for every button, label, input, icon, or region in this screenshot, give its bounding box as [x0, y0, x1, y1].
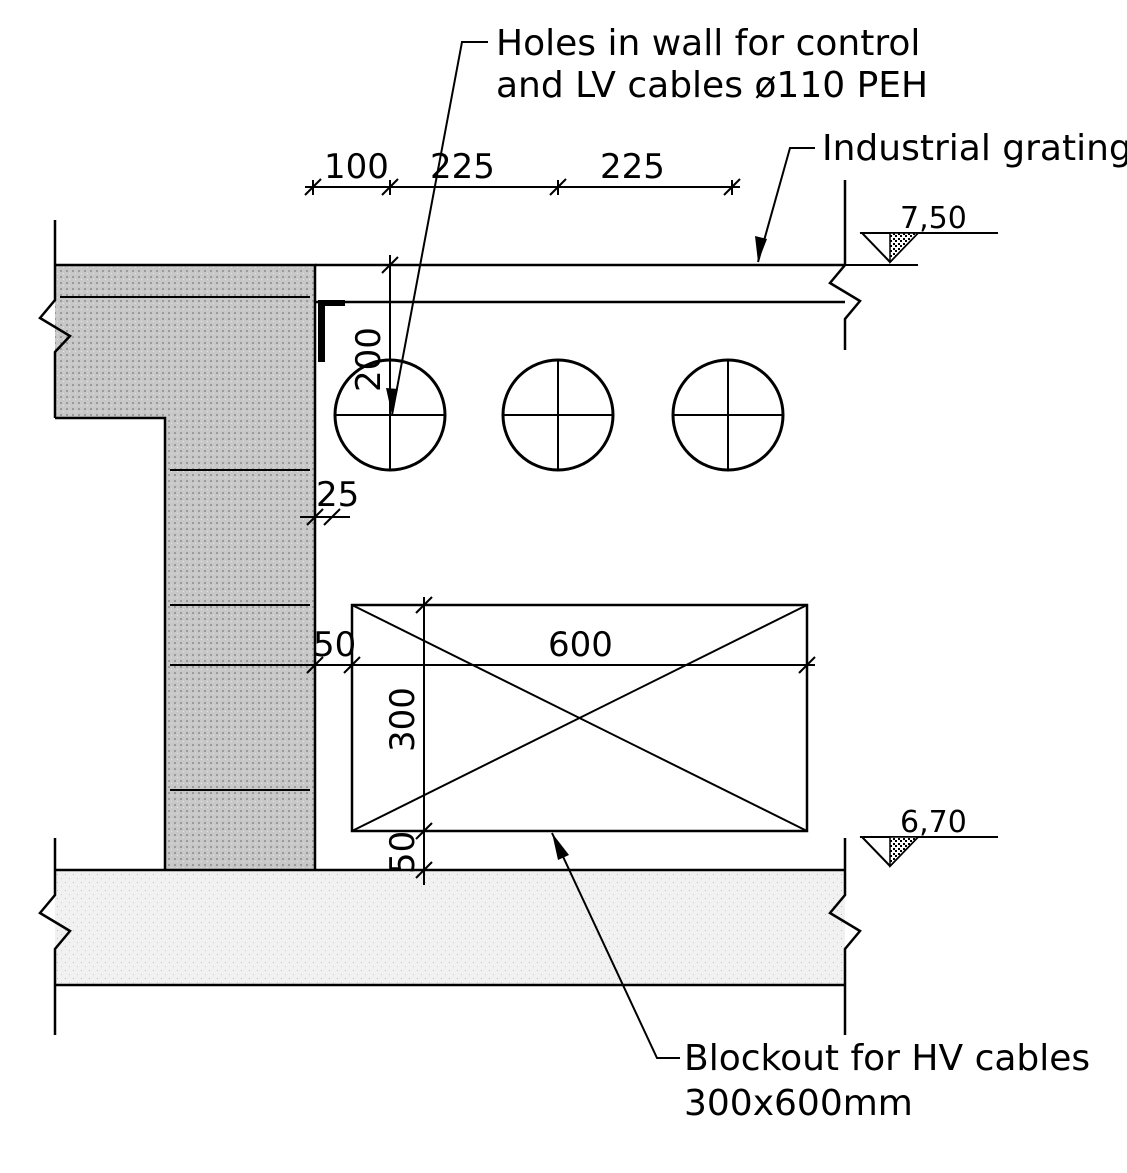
dim-225-second: 225 — [600, 147, 665, 187]
industrial-grating — [315, 180, 862, 362]
dim-25: 25 — [316, 475, 359, 515]
angle-bracket — [318, 300, 345, 362]
blockout-label-line2: 300x600mm — [684, 1083, 913, 1124]
cable-hole — [671, 358, 785, 472]
cable-holes — [333, 358, 785, 472]
dim-25-line — [300, 508, 350, 526]
level-marker-top — [845, 232, 998, 266]
break-line-upper-left — [38, 220, 72, 418]
blockout-leader — [551, 832, 680, 1059]
top-dimension-chain — [304, 178, 741, 196]
dim-600: 600 — [548, 625, 613, 665]
grating-leader — [755, 147, 815, 263]
blockout-label-line1: Blockout for HV cables — [684, 1038, 1090, 1079]
holes-label-line1: Holes in wall for control — [496, 23, 920, 64]
dim-600-line — [300, 656, 816, 674]
level-marker-bottom — [859, 836, 998, 868]
dim-225-first: 225 — [430, 147, 495, 187]
holes-label-line2: and LV cables ø110 PEH — [496, 65, 928, 106]
floor-slab — [38, 838, 862, 1035]
dim-100: 100 — [324, 147, 389, 187]
dim-50-side: 50 — [313, 625, 356, 665]
grating-label: Industrial grating — [822, 128, 1127, 169]
concrete-wall — [55, 263, 317, 870]
dim-200: 200 — [349, 327, 389, 392]
level-top: 7,50 — [900, 201, 967, 236]
holes-leader — [386, 41, 488, 416]
level-bottom: 6,70 — [900, 805, 967, 840]
dim-200-line — [381, 255, 399, 360]
dim-50-bottom: 50 — [383, 831, 423, 874]
cable-hole — [501, 358, 615, 472]
hv-blockout — [350, 603, 809, 833]
dim-300: 300 — [383, 687, 423, 752]
dim-300-line — [415, 596, 433, 885]
